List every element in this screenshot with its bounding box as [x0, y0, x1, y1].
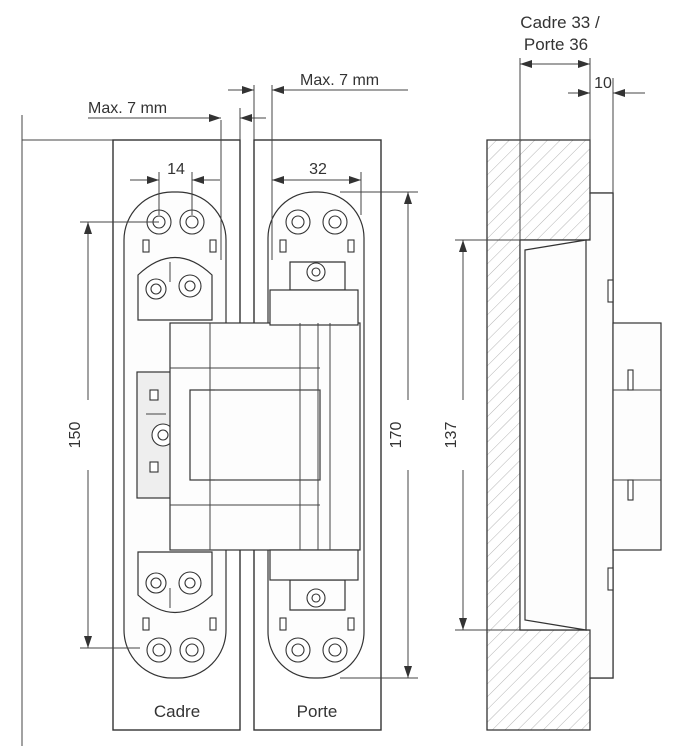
dim-max7-frame	[88, 108, 266, 260]
dim-170-label: 170	[388, 422, 405, 449]
dim-150-label: 150	[67, 422, 84, 449]
dim-max7-frame-label: Max. 7 mm	[88, 100, 167, 117]
dim-170	[340, 191, 418, 679]
dim-cadre-porte-line2: Porte 36	[524, 35, 588, 54]
dim-150	[80, 221, 159, 649]
dim-10	[568, 78, 645, 193]
dim-max7-door-label: Max. 7 mm	[300, 72, 379, 89]
dim-137	[455, 239, 520, 631]
label-cadre: Cadre	[154, 702, 200, 721]
hinge-arms	[169, 289, 361, 581]
label-porte: Porte	[297, 702, 338, 721]
dim-32	[271, 172, 362, 215]
dim-cadre-porte-line1: Cadre 33 /	[520, 13, 600, 32]
section-hinge	[519, 192, 662, 679]
dim-14-label: 14	[167, 161, 185, 178]
dim-10-label: 10	[594, 75, 612, 92]
dim-14	[130, 172, 220, 215]
dim-32-label: 32	[309, 161, 327, 178]
dim-137-label: 137	[443, 422, 460, 449]
dim-cadre-porte	[519, 58, 591, 240]
